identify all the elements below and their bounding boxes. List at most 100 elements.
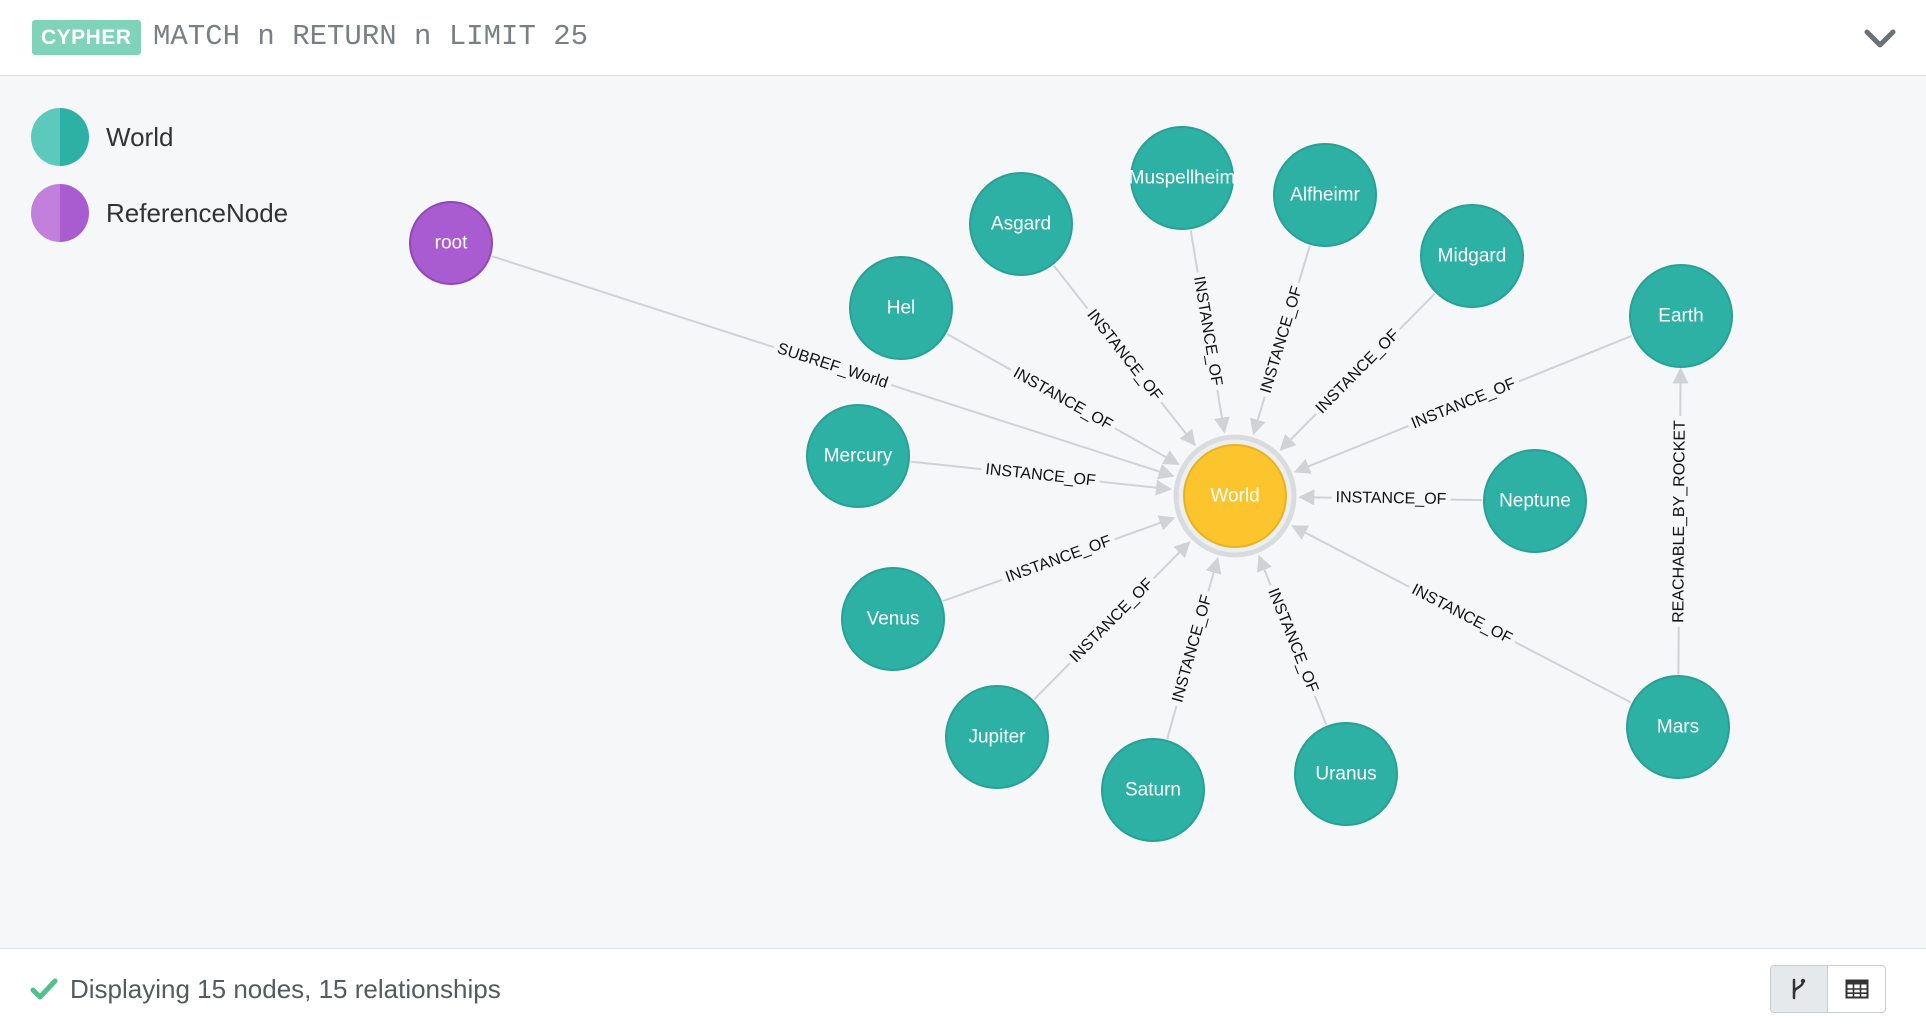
- relationship-label: INSTANCE_OF: [1335, 489, 1446, 508]
- relationship-label-bg: [1669, 415, 1690, 627]
- relationship-label: INSTANCE_OF: [1409, 581, 1515, 647]
- relationship-label: INSTANCE_OF: [1190, 275, 1225, 387]
- node-label: Midgard: [1438, 246, 1507, 267]
- node-circle[interactable]: [409, 201, 493, 285]
- node-saturn[interactable]: Saturn: [1101, 738, 1205, 842]
- relationship-label: INSTANCE_OF: [1258, 284, 1306, 395]
- chevron-down-icon[interactable]: [1860, 18, 1900, 58]
- node-circle[interactable]: [1183, 444, 1287, 548]
- node-label: Mars: [1657, 717, 1699, 738]
- node-label: Muspellheim: [1129, 168, 1236, 189]
- node-neptune[interactable]: Neptune: [1483, 449, 1587, 553]
- legend-swatch-world[interactable]: [31, 108, 89, 166]
- relationship-label: INSTANCE_OF: [1067, 575, 1157, 666]
- query-text[interactable]: MATCH n RETURN n LIMIT 25: [153, 20, 589, 53]
- node-label: World: [1210, 486, 1259, 507]
- relationship-mars-earth[interactable]: REACHABLE_BY_ROCKET: [1669, 367, 1690, 675]
- relationship-label: INSTANCE_OF: [1010, 364, 1115, 433]
- status-text: Displaying 15 nodes, 15 relationships: [70, 974, 501, 1004]
- node-root[interactable]: root: [409, 201, 493, 285]
- node-circle[interactable]: [1273, 143, 1377, 247]
- relationship-label-bg: [1188, 270, 1227, 392]
- relationship-label: REACHABLE_BY_ROCKET: [1670, 420, 1688, 623]
- legend-label: World: [106, 122, 174, 152]
- node-circle[interactable]: [806, 404, 910, 508]
- node-circle[interactable]: [1294, 722, 1398, 826]
- node-jupiter[interactable]: Jupiter: [945, 685, 1049, 789]
- relationship-label: INSTANCE_OF: [1083, 306, 1165, 404]
- relationship-asgard-world[interactable]: INSTANCE_OF: [1052, 265, 1196, 447]
- view-toggle: [1770, 965, 1886, 1013]
- relationship-label-bg: [1331, 488, 1451, 510]
- relationship-label-bg: [980, 459, 1101, 492]
- node-label: Alfheimr: [1290, 185, 1360, 206]
- node-label: root: [435, 233, 468, 254]
- node-circle[interactable]: [1130, 126, 1234, 230]
- node-uranus[interactable]: Uranus: [1294, 722, 1398, 826]
- query-header: CYPHER MATCH n RETURN n LIMIT 25: [0, 0, 1926, 76]
- node-label: Uranus: [1315, 764, 1376, 785]
- node-muspellheim[interactable]: Muspellheim: [1129, 126, 1236, 230]
- node-circle[interactable]: [849, 256, 953, 360]
- relationship-label-bg: [1404, 578, 1520, 651]
- relationship-label-bg: [770, 338, 895, 395]
- graph-icon: [1792, 978, 1806, 1000]
- node-circle[interactable]: [1629, 264, 1733, 368]
- relationship-label-bg: [1309, 322, 1407, 421]
- node-circle[interactable]: [945, 685, 1049, 789]
- node-label: Mercury: [824, 446, 893, 467]
- relationship-neptune-world[interactable]: INSTANCE_OF: [1298, 488, 1483, 510]
- relationship-alfheimr-world[interactable]: INSTANCE_OF: [1250, 245, 1311, 436]
- relationship-label-bg: [1006, 361, 1120, 437]
- relationship-label: INSTANCE_OF: [1003, 533, 1113, 587]
- node-circle[interactable]: [1626, 675, 1730, 779]
- checkmark-icon: [30, 978, 58, 1000]
- node-label: Venus: [867, 609, 920, 630]
- graph-view-button[interactable]: [1771, 966, 1828, 1012]
- node-label: Jupiter: [968, 727, 1026, 748]
- relationship-hel-world[interactable]: INSTANCE_OF: [946, 333, 1180, 465]
- relationship-label: INSTANCE_OF: [985, 461, 1097, 490]
- relationship-label: INSTANCE_OF: [1264, 586, 1321, 695]
- relationship-label-bg: [999, 530, 1118, 589]
- node-label: Asgard: [991, 214, 1051, 235]
- node-circle[interactable]: [1483, 449, 1587, 553]
- node-circle[interactable]: [1420, 204, 1524, 308]
- node-label: Earth: [1658, 306, 1703, 327]
- relationship-mercury-world[interactable]: INSTANCE_OF: [910, 459, 1172, 496]
- legend-swatch-referencenode[interactable]: [31, 184, 89, 242]
- relationship-label: INSTANCE_OF: [1169, 593, 1215, 705]
- relationship-muspellheim-world[interactable]: INSTANCE_OF: [1188, 230, 1230, 434]
- node-earth[interactable]: Earth: [1629, 264, 1733, 368]
- node-venus[interactable]: Venus: [841, 567, 945, 671]
- relationship-label-bg: [1063, 571, 1161, 670]
- node-mercury[interactable]: Mercury: [806, 404, 910, 508]
- relationship-label-bg: [1255, 279, 1308, 400]
- node-world[interactable]: World: [1173, 434, 1297, 558]
- node-circle[interactable]: [1101, 738, 1205, 842]
- node-alfheimr[interactable]: Alfheimr: [1273, 143, 1377, 247]
- node-mars[interactable]: Mars: [1626, 675, 1730, 779]
- relationship-label: INSTANCE_OF: [1313, 326, 1403, 417]
- relationship-label-bg: [1080, 302, 1169, 409]
- relationship-label-bg: [1261, 581, 1324, 700]
- node-circle[interactable]: [969, 172, 1073, 276]
- relationship-uranus-world[interactable]: INSTANCE_OF: [1257, 554, 1328, 726]
- relationship-mars-world[interactable]: INSTANCE_OF: [1291, 525, 1632, 704]
- table-view-button[interactable]: [1828, 966, 1885, 1012]
- relationship-earth-world[interactable]: INSTANCE_OF: [1293, 334, 1633, 474]
- node-label: Hel: [887, 298, 916, 319]
- node-hel[interactable]: Hel: [849, 256, 953, 360]
- relationship-saturn-world[interactable]: INSTANCE_OF: [1166, 557, 1222, 740]
- relationship-label-bg: [1167, 588, 1218, 709]
- table-icon: [1845, 979, 1868, 999]
- node-midgard[interactable]: Midgard: [1420, 204, 1524, 308]
- relationship-label: INSTANCE_OF: [1409, 375, 1518, 432]
- node-circle[interactable]: [841, 567, 945, 671]
- legend-label: ReferenceNode: [106, 198, 289, 228]
- node-asgard[interactable]: Asgard: [969, 172, 1073, 276]
